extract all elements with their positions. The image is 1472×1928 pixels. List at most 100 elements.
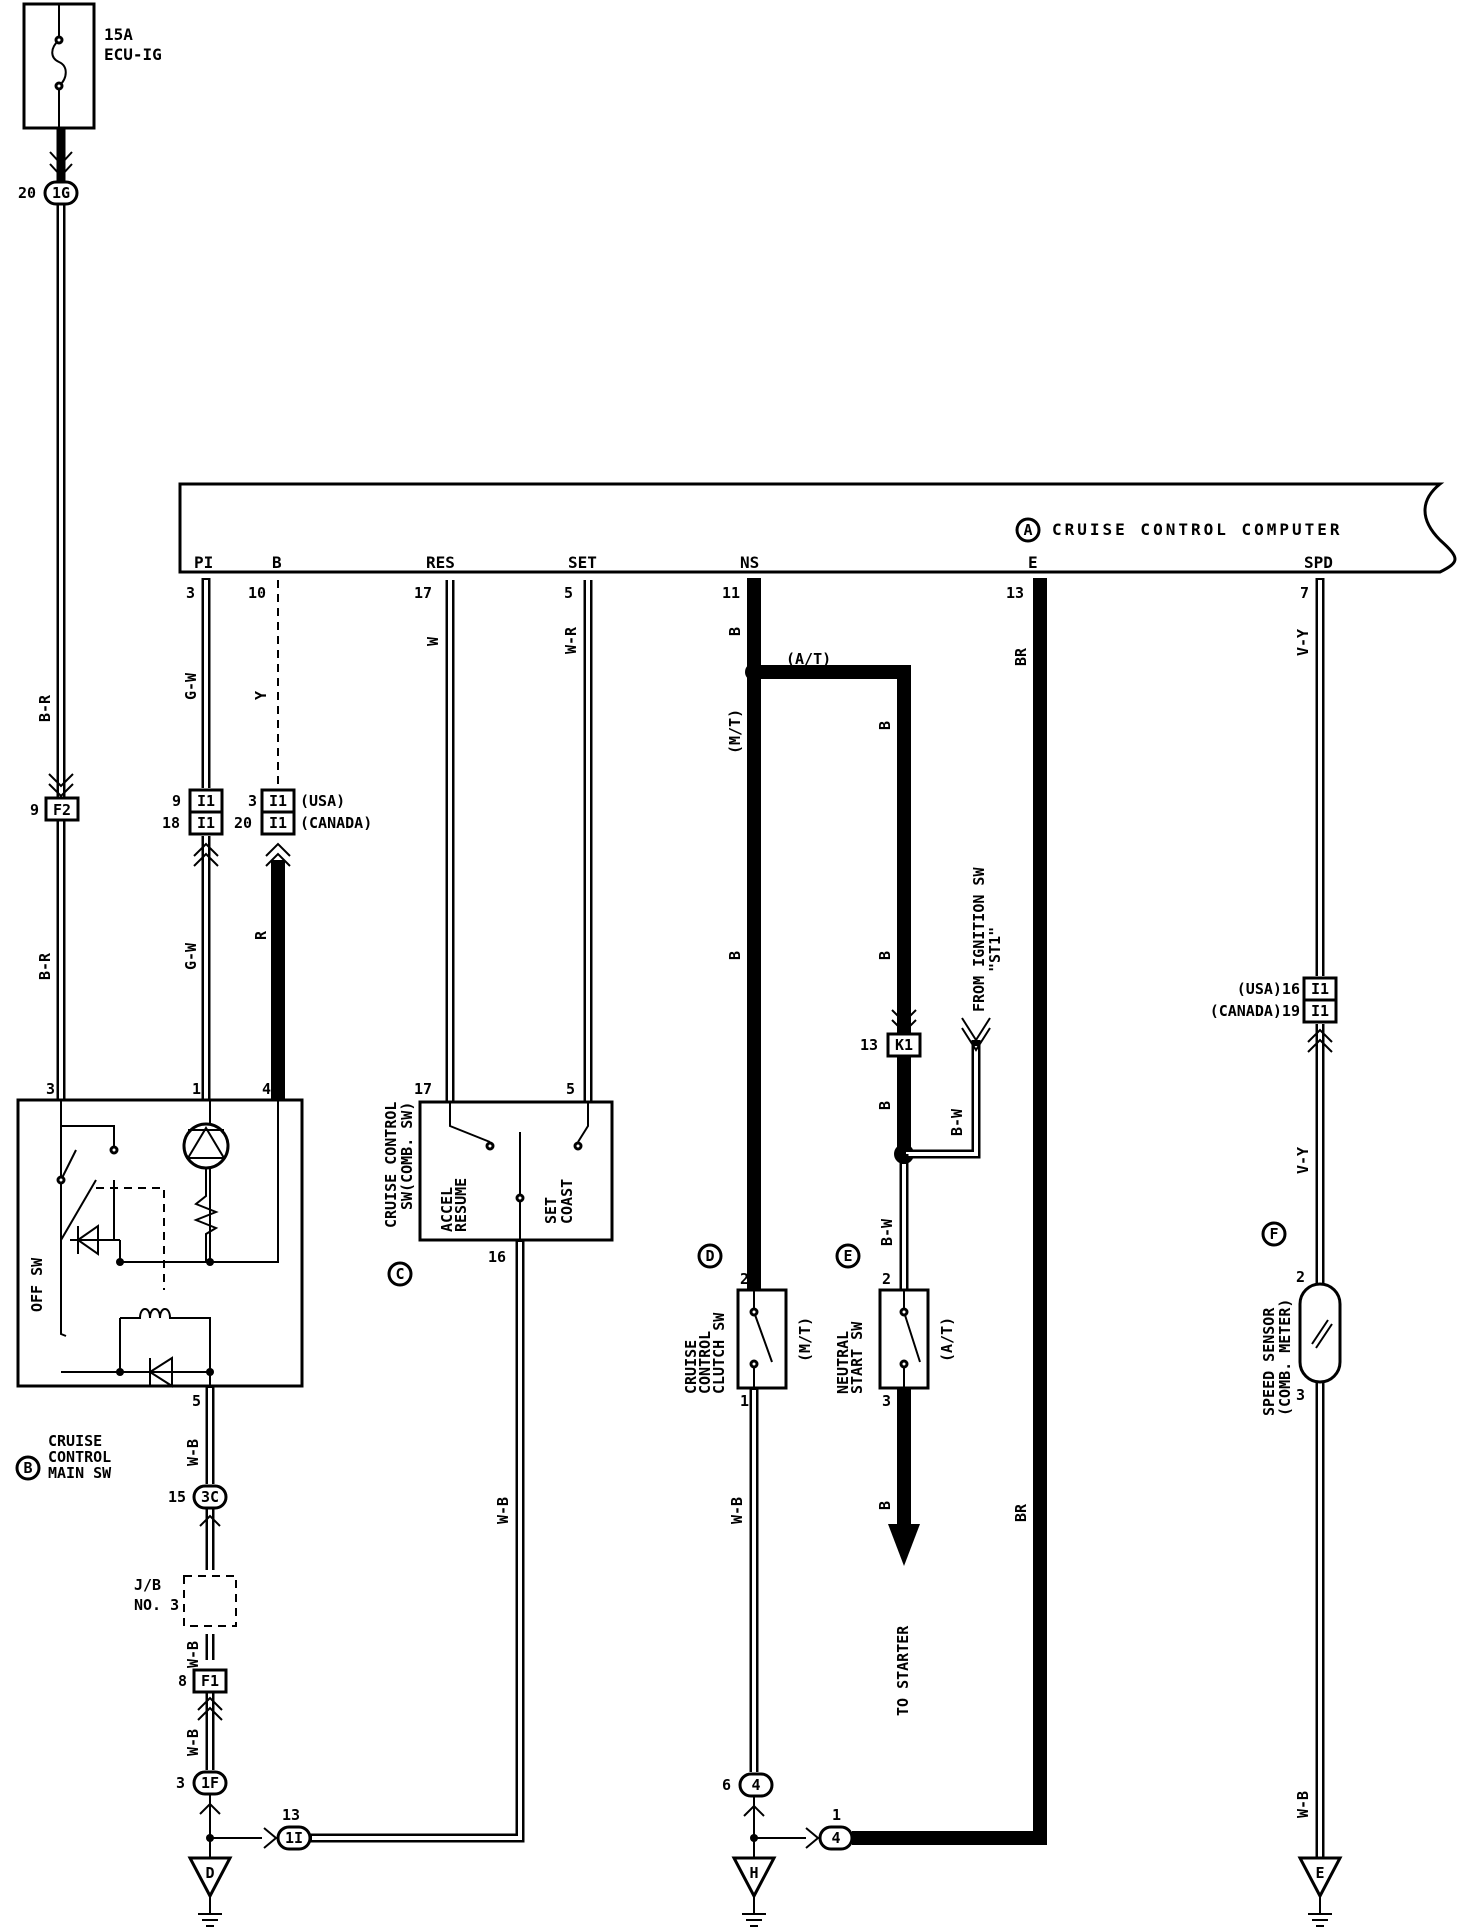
main-sw-label-3: MAIN SW xyxy=(48,1464,112,1482)
neutral-label-2: START SW xyxy=(848,1321,866,1394)
wire-label-br-e: BR xyxy=(1012,647,1030,666)
clutch-sw-box xyxy=(736,1288,788,1390)
svg-text:D: D xyxy=(705,1247,714,1265)
svg-text:I1: I1 xyxy=(269,792,287,810)
control-sw-box xyxy=(418,1100,614,1242)
svg-text:13: 13 xyxy=(860,1036,878,1054)
wire-label-b-3: B xyxy=(876,721,894,730)
fuse-ecu-ig: 15A ECU-IG xyxy=(22,2,162,130)
speed-sensor-circuit: V-Y I1 (USA)16 I1 (CANADA)19 V-Y 2 3 F S… xyxy=(1210,578,1343,1927)
svg-text:(CANADA)19: (CANADA)19 xyxy=(1210,1002,1300,1020)
clutch-label-2: CONTROL xyxy=(696,1331,714,1394)
svg-text:I1: I1 xyxy=(1311,1002,1329,1020)
svg-text:2: 2 xyxy=(1296,1268,1305,1286)
terminal-pi: PI xyxy=(194,553,213,572)
connector-4a xyxy=(738,1772,774,1798)
wire-label-br: B-R xyxy=(36,694,54,722)
control-sw-letter-badge xyxy=(387,1261,413,1287)
resume-label: RESUME xyxy=(452,1178,470,1232)
svg-text:9: 9 xyxy=(172,792,181,810)
svg-text:K1: K1 xyxy=(895,1036,913,1054)
connector-3c xyxy=(192,1484,228,1510)
svg-text:4: 4 xyxy=(262,1080,271,1098)
pin-set: 5 xyxy=(564,584,573,602)
wire-label-bw-2: B-W xyxy=(878,1218,896,1246)
connector-arrow-icon xyxy=(891,1009,917,1034)
speed-sensor-label-2: (COMB. METER) xyxy=(1276,1299,1294,1416)
clutch-label-1: CRUISE xyxy=(682,1340,700,1394)
connector-f2 xyxy=(44,796,80,822)
ns-circuit: B (A/T) (M/T) B B B K1 13 B B-W FROM IGN… xyxy=(682,578,1004,1927)
wire-label-b-5: B xyxy=(876,1101,894,1110)
ground-icon xyxy=(1308,1896,1332,1927)
connector-arrow-icon xyxy=(263,1827,278,1849)
svg-text:4: 4 xyxy=(751,1776,760,1794)
to-starter-label: TO STARTER xyxy=(894,1625,912,1716)
svg-text:2: 2 xyxy=(740,1270,749,1288)
svg-text:3: 3 xyxy=(882,1392,891,1410)
ground-icon xyxy=(742,1896,766,1927)
neutral-note: (A/T) xyxy=(938,1317,956,1362)
svg-text:I1: I1 xyxy=(1311,980,1329,998)
ground-icon xyxy=(198,1896,222,1927)
connector-arrow-icon xyxy=(49,151,73,178)
wire-br-e: BR BR xyxy=(852,578,1047,1845)
connector-i1-spd-b xyxy=(1302,998,1338,1024)
jb-label-1: J/B xyxy=(134,1576,161,1594)
fuse-terminal xyxy=(54,81,64,91)
terminal-spd: SPD xyxy=(1304,553,1333,572)
wire-label-br-2: B-R xyxy=(36,952,54,980)
svg-text:13: 13 xyxy=(282,1806,300,1824)
wire-label-vy: V-Y xyxy=(1294,629,1312,656)
control-sw-label-2: SW(COMB. SW) xyxy=(398,1102,416,1210)
connector-arrow-icon xyxy=(265,842,291,867)
computer-outline xyxy=(178,482,1457,574)
wire-label-wb-2: W-B xyxy=(184,1641,202,1668)
svg-text:2: 2 xyxy=(882,1270,891,1288)
main-sw-label-2: CONTROL xyxy=(48,1448,111,1466)
svg-text:3: 3 xyxy=(46,1080,55,1098)
clutch-note: (M/T) xyxy=(796,1317,814,1362)
svg-text:F1: F1 xyxy=(201,1672,219,1690)
connector-1g-pin: 20 xyxy=(18,184,36,202)
connector-f1 xyxy=(192,1668,228,1694)
off-sw-label: OFF SW xyxy=(28,1257,46,1312)
wire-wb-main: W-B 3C 15 J/B NO. 3 W-B F1 8 W-B 1F 3 1I… xyxy=(134,1386,312,1927)
computer-letter-badge xyxy=(1015,517,1041,543)
wire-label-bw: B-W xyxy=(948,1108,966,1136)
switch-contact xyxy=(449,1102,589,1143)
svg-text:16: 16 xyxy=(488,1248,506,1266)
control-sw-label-1: CRUISE CONTROL xyxy=(382,1102,400,1228)
ground-d-icon xyxy=(187,1856,233,1900)
connector-arrow-icon xyxy=(1307,1028,1333,1053)
svg-text:(USA)16: (USA)16 xyxy=(1237,980,1300,998)
main-sw-box xyxy=(16,1098,304,1388)
ground-h-icon xyxy=(731,1856,777,1900)
svg-text:H: H xyxy=(749,1864,758,1882)
speed-sensor-label-1: SPEED SENSOR xyxy=(1260,1307,1278,1416)
wire-label-b: B xyxy=(726,627,744,636)
terminal-e: E xyxy=(1028,553,1038,572)
svg-text:1G: 1G xyxy=(52,184,70,202)
neutral-sw-letter-badge xyxy=(835,1243,861,1269)
switch-wire xyxy=(60,1240,67,1337)
pin-res: 17 xyxy=(414,584,432,602)
cruise-control-main-sw: 3 1 4 5 OFF SW B CRUISE CONTROL MAIN SW xyxy=(15,1080,304,1482)
svg-text:I1: I1 xyxy=(197,792,215,810)
pin-b: 10 xyxy=(248,584,266,602)
svg-text:1: 1 xyxy=(192,1080,201,1098)
svg-text:3: 3 xyxy=(176,1774,185,1792)
ignition-label-2: "ST1" xyxy=(986,927,1004,972)
connector-1g xyxy=(43,180,79,206)
wire-label-wr: W-R xyxy=(562,626,580,654)
wire-label-r: R xyxy=(252,930,270,940)
coast-label: COAST xyxy=(558,1179,576,1224)
svg-text:3: 3 xyxy=(248,792,257,810)
svg-text:5: 5 xyxy=(566,1080,575,1098)
main-sw-letter-badge xyxy=(15,1455,41,1481)
neutral-label-1: NEUTRAL xyxy=(834,1331,852,1394)
svg-text:E: E xyxy=(843,1247,852,1265)
clutch-sw-letter-badge xyxy=(697,1243,723,1269)
diode-icon xyxy=(148,1356,173,1388)
